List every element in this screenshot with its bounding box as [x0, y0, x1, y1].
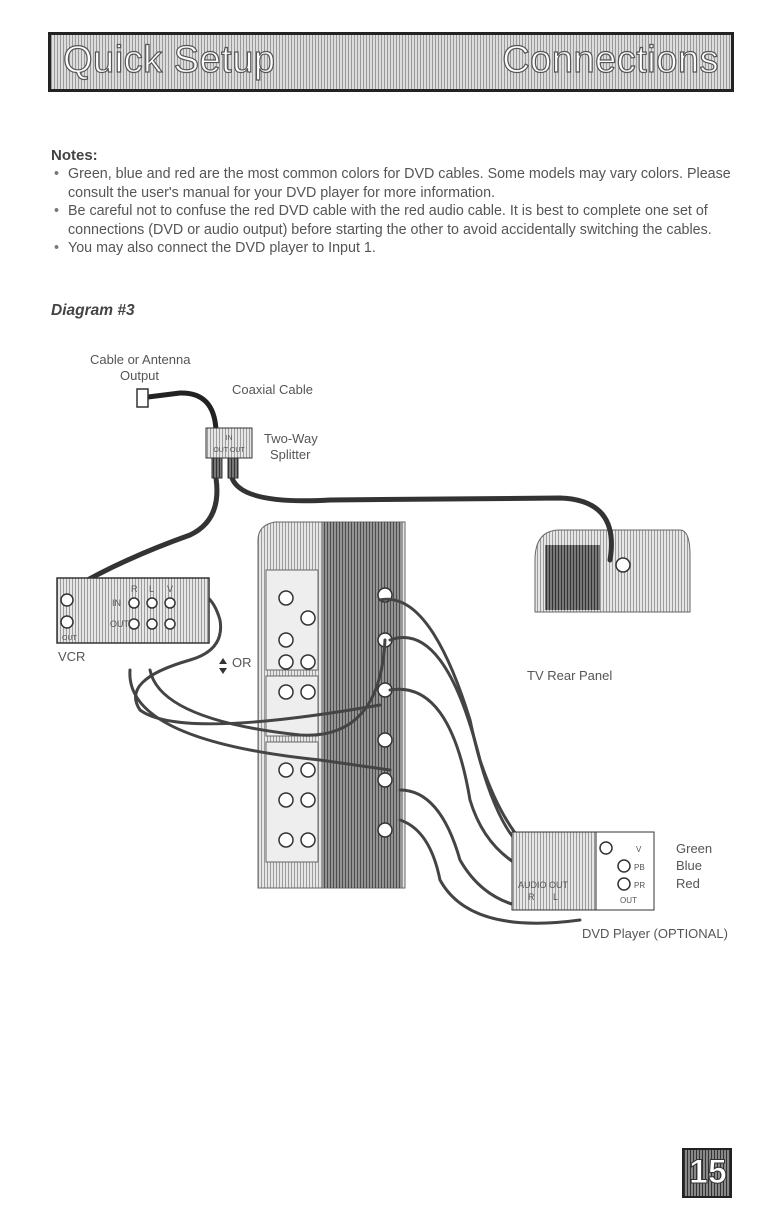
dvd-out-label: OUT	[620, 896, 637, 905]
cables	[67, 390, 642, 925]
note-item: Be careful not to confuse the red DVD ca…	[51, 202, 751, 239]
note-item: Green, blue and red are the most common …	[51, 165, 751, 202]
tv-side-panel	[257, 521, 406, 889]
note-item: You may also connect the DVD player to I…	[51, 239, 751, 258]
blue-label: Blue	[676, 858, 702, 873]
header-title-right: Connections	[502, 38, 719, 81]
page-number: 15	[689, 1153, 728, 1192]
vcr-device: IN OUT OUT R L V	[56, 577, 210, 644]
vcr-label: VCR	[58, 649, 85, 664]
vcr-r-label: R	[131, 584, 138, 594]
tv-rear-panel	[534, 529, 691, 613]
or-label: OR	[232, 655, 252, 670]
page-header: Quick Setup Connections	[48, 32, 734, 92]
tv-rear-panel-label: TV Rear Panel	[527, 668, 612, 683]
dvd-player: V PB PR OUT AUDIO OUT R L	[511, 831, 655, 911]
cable-antenna-label: Cable or Antenna	[90, 352, 191, 367]
vcr-v-label: V	[167, 584, 173, 594]
vcr-in-label: IN	[112, 598, 121, 608]
notes-list: Green, blue and red are the most common …	[51, 165, 751, 258]
dvd-audio-out-label: AUDIO OUT	[518, 880, 569, 890]
dvd-player-label: DVD Player (OPTIONAL)	[582, 926, 728, 941]
splitter-label: Two-Way	[264, 431, 318, 446]
wall-outlet	[136, 388, 149, 408]
diagram-title: Diagram #3	[51, 302, 135, 319]
up-down-arrow-icon	[219, 658, 227, 674]
splitter-out-label: OUT OUT	[213, 447, 245, 454]
red-label: Red	[676, 876, 700, 891]
dvd-l-label: L	[553, 892, 558, 902]
green-label: Green	[676, 841, 712, 856]
coaxial-cable-label: Coaxial Cable	[232, 382, 313, 397]
notes-title: Notes:	[51, 147, 98, 164]
dvd-pb-label: PB	[634, 863, 645, 872]
connection-diagram: IN OUT OUT IN OUT OUT R L V V PB PR OUT …	[56, 352, 728, 941]
dvd-pr-label: PR	[634, 881, 645, 890]
page-number-badge: 15	[682, 1148, 732, 1198]
header-title-left: Quick Setup	[62, 38, 276, 81]
splitter-label-2: Splitter	[270, 447, 311, 462]
vcr-ant-out-label: OUT	[62, 635, 78, 642]
dvd-r-label: R	[528, 892, 535, 902]
cable-antenna-output-label: Output	[120, 368, 159, 383]
vcr-l-label: L	[149, 584, 154, 594]
dvd-v-label: V	[636, 845, 642, 854]
splitter-in-label: IN	[226, 435, 233, 442]
vcr-out-label: OUT	[110, 619, 130, 629]
two-way-splitter: IN OUT OUT	[205, 427, 253, 479]
